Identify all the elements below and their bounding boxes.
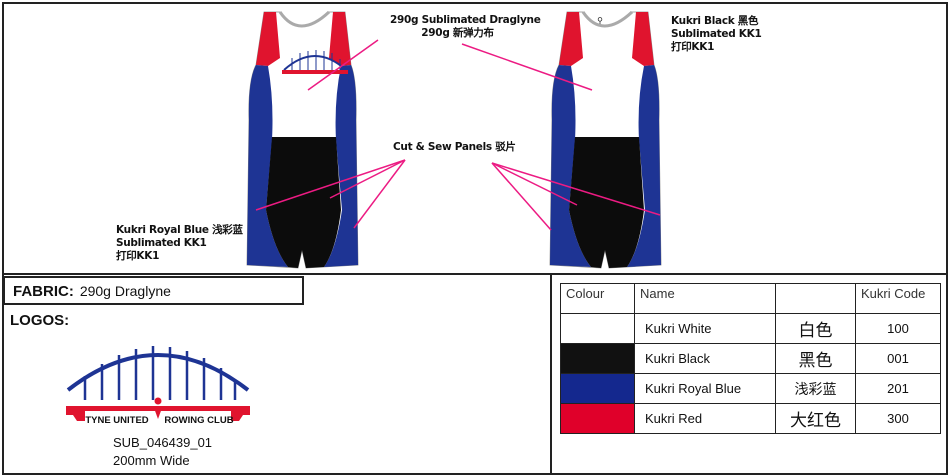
colour-cn: 白色 — [775, 313, 856, 344]
colour-code: 100 — [855, 313, 941, 344]
table-row: Kukri White 白色 100 — [560, 313, 941, 344]
left-callout-line: 打印KK1 — [116, 250, 160, 262]
logo-width: 200mm Wide — [113, 453, 190, 468]
back-garment — [548, 10, 663, 270]
colour-name: Kukri Royal Blue — [634, 373, 776, 404]
colour-name: Kukri Black — [634, 343, 776, 374]
colour-code: 001 — [855, 343, 941, 374]
colour-swatch — [560, 313, 635, 344]
table-row: Kukri Red 大红色 300 — [560, 403, 941, 434]
colour-swatch — [560, 343, 635, 374]
fabric-label: FABRIC: — [13, 283, 74, 300]
colour-swatch — [560, 403, 635, 434]
header-name: Name — [634, 283, 776, 314]
header-code: Kukri Code — [855, 283, 941, 314]
left-callout: Kukri Royal Blue 浅彩蓝 Sublimated KK1 打印KK… — [116, 224, 243, 263]
table-row: Kukri Royal Blue 浅彩蓝 201 — [560, 373, 941, 404]
svg-text:TYNE UNITED: TYNE UNITED — [85, 415, 148, 426]
fabric-callout-cn: 290g 新弹力布 — [421, 27, 494, 39]
left-callout-line: Sublimated KK1 — [116, 237, 207, 249]
colour-name: Kukri Red — [634, 403, 776, 434]
logo-spec: SUB_046439_01 200mm Wide — [113, 434, 212, 470]
front-chest-logo — [282, 50, 348, 74]
colour-table: Colour Name Kukri Code Kukri White 白色 10… — [560, 283, 941, 434]
tyne-united-logo: TYNE UNITED ROWING CLUB — [66, 346, 250, 426]
right-callout-line: Kukri Black 黑色 — [671, 15, 759, 27]
logos-label: LOGOS: — [10, 312, 70, 329]
fabric-callout-en: 290g Sublimated Draglyne — [390, 14, 541, 26]
bottom-right-frame — [550, 273, 948, 475]
panels-callout: Cut & Sew Panels 驳片 — [393, 141, 516, 153]
kukri-logo-icon: ⚲ — [597, 16, 603, 25]
colour-name: Kukri White — [634, 313, 776, 344]
callout-lines — [255, 39, 661, 231]
fabric-callout: 290g Sublimated Draglyne 290g 新弹力布 — [390, 14, 541, 40]
fabric-box: FABRIC: 290g Draglyne — [3, 276, 304, 305]
colour-cn: 黑色 — [775, 343, 856, 374]
right-callout-line: 打印KK1 — [671, 41, 715, 53]
colour-swatch — [560, 373, 635, 404]
table-header: Colour Name Kukri Code — [560, 283, 941, 314]
colour-code: 201 — [855, 373, 941, 404]
header-colour: Colour — [560, 283, 635, 314]
colour-code: 300 — [855, 403, 941, 434]
svg-text:ROWING CLUB: ROWING CLUB — [164, 415, 233, 426]
left-callout-line: Kukri Royal Blue 浅彩蓝 — [116, 224, 243, 236]
colour-cn: 大红色 — [775, 403, 856, 434]
fabric-value: 290g Draglyne — [79, 283, 171, 299]
header-cn — [775, 283, 856, 314]
colour-cn: 浅彩蓝 — [775, 373, 856, 404]
table-row: Kukri Black 黑色 001 — [560, 343, 941, 374]
right-callout: Kukri Black 黑色 Sublimated KK1 打印KK1 — [671, 15, 762, 54]
right-callout-line: Sublimated KK1 — [671, 28, 762, 40]
front-garment — [245, 10, 360, 270]
logo-code: SUB_046439_01 — [113, 435, 213, 450]
